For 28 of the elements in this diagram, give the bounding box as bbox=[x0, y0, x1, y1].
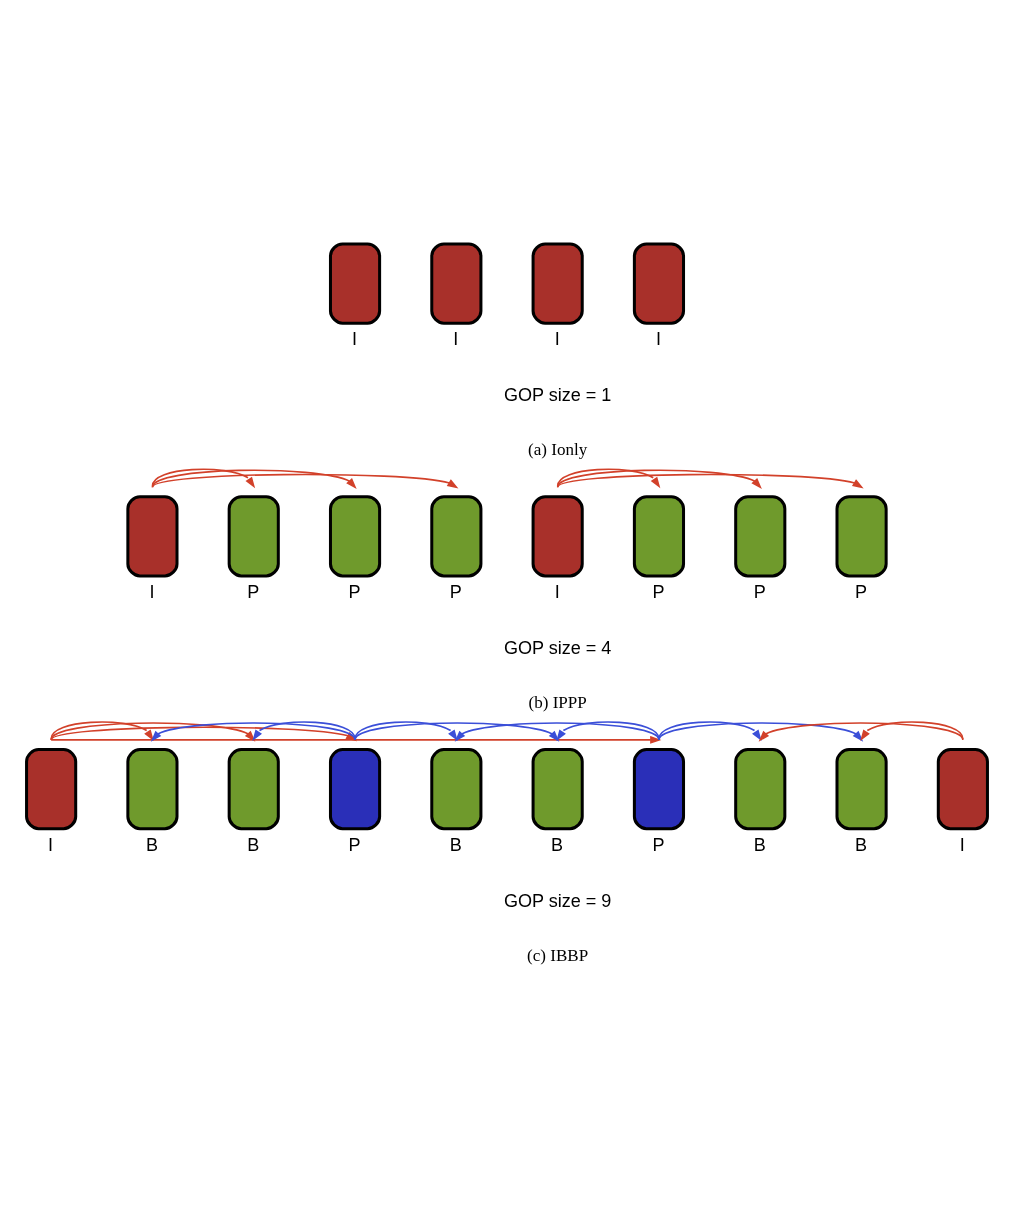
node-label: I bbox=[554, 581, 560, 602]
label: (a) Ionly bbox=[527, 440, 587, 460]
node-label: I bbox=[47, 834, 53, 855]
label: (b) IPPP bbox=[528, 692, 587, 712]
node-label: P bbox=[651, 834, 664, 855]
node-label: B bbox=[246, 834, 259, 855]
node-label: I bbox=[452, 329, 458, 350]
node-label: I bbox=[959, 834, 965, 855]
node-label: I bbox=[554, 329, 560, 350]
node-label: B bbox=[145, 834, 158, 855]
label: (c) IBBP bbox=[526, 945, 588, 965]
node-label: P bbox=[348, 581, 361, 602]
node-label: B bbox=[449, 834, 462, 855]
label: GOP size = 4 bbox=[503, 638, 611, 659]
node-label: B bbox=[753, 834, 766, 855]
node-label: I bbox=[655, 329, 661, 350]
label: GOP size = 9 bbox=[503, 890, 611, 911]
node-label: I bbox=[351, 329, 357, 350]
node-label: P bbox=[854, 581, 867, 602]
node-label: P bbox=[753, 581, 766, 602]
node-label: I bbox=[148, 581, 154, 602]
node-label: P bbox=[246, 581, 259, 602]
node-label: P bbox=[651, 581, 664, 602]
label: GOP size = 1 bbox=[503, 385, 611, 406]
node-label: B bbox=[854, 834, 867, 855]
node-label: P bbox=[449, 581, 462, 602]
node-label: P bbox=[348, 834, 361, 855]
node-label: B bbox=[550, 834, 563, 855]
